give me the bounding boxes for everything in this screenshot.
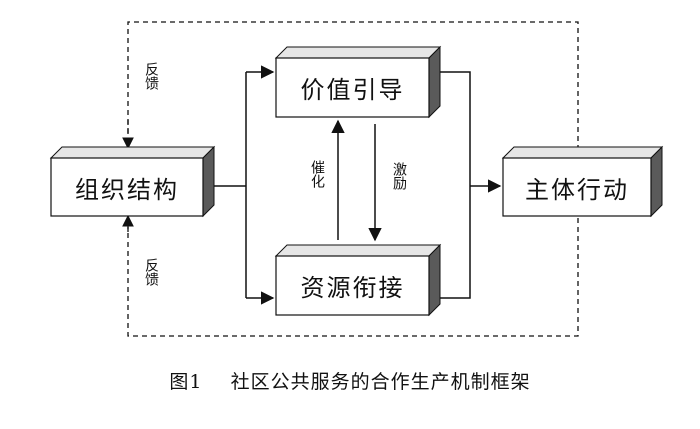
edge-label-catalyze: 催化 — [309, 160, 325, 188]
feedback-loop-bottom-dashed — [127, 218, 579, 337]
edge-label-motivate: 激励 — [391, 162, 407, 190]
figure-title: 社区公共服务的合作生产机制框架 — [230, 371, 531, 393]
feedback-loop-top-dashed — [127, 21, 579, 148]
node-box-resource-linkage — [274, 243, 442, 317]
edge-label-feedback-bottom: 反馈 — [143, 258, 159, 286]
connector-org-branch — [214, 72, 247, 298]
node-box-subject-action — [501, 145, 664, 218]
node-label-value-guidance: 价值引导 — [300, 76, 405, 104]
node-label-org-structure: 组织结构 — [75, 175, 179, 204]
figure-number: 图1 — [169, 371, 203, 393]
figure-caption: 图1 社区公共服务的合作生产机制框架 — [0, 367, 700, 394]
node-label-resource-linkage: 资源衔接 — [300, 274, 405, 302]
node-box-org-structure — [49, 145, 216, 218]
edge-label-feedback-top: 反馈 — [143, 62, 159, 90]
node-label-subject-action: 主体行动 — [525, 175, 629, 204]
node-box-value-guidance — [274, 45, 442, 119]
connector-merge — [440, 71, 471, 299]
